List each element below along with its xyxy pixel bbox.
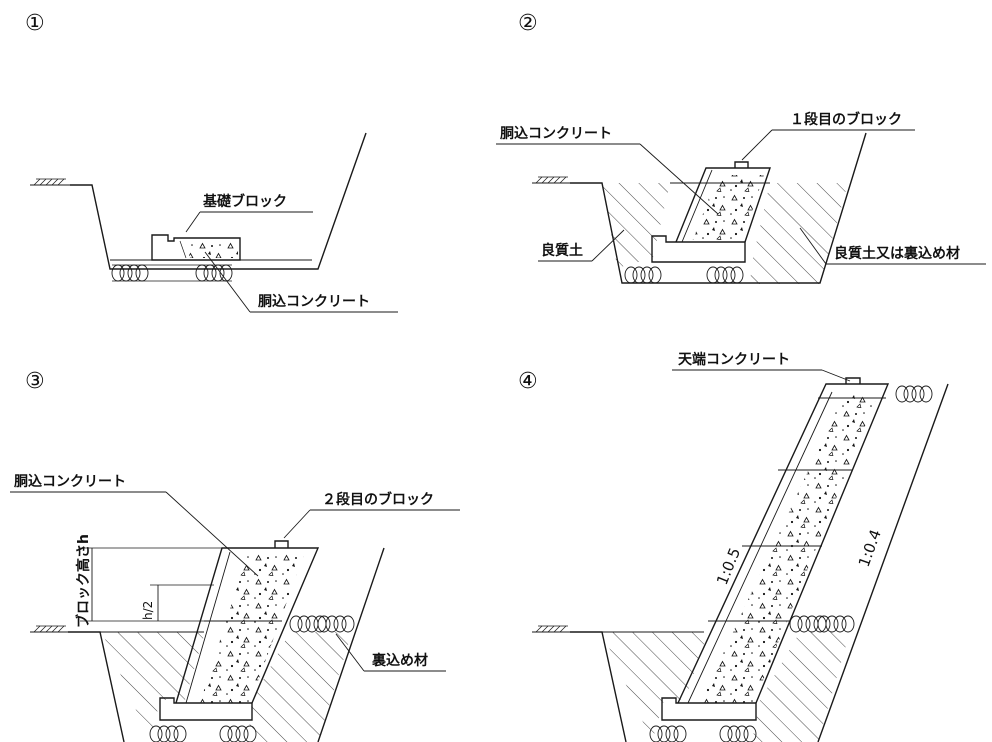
label-block-2: ２段目のブロック [322, 491, 434, 508]
label-dougomi-2: 胴込コンクリート [500, 125, 612, 142]
label-dougomi-1: 胴込コンクリート [258, 293, 370, 310]
step-number-3: ③ [25, 369, 45, 394]
step-number-1: ① [25, 11, 45, 36]
step-4: ④ 1:0.5 1:0.4 天端コンクリート [518, 351, 949, 742]
step-number-4: ④ [518, 369, 538, 394]
label-half-h: h/2 [141, 601, 155, 620]
label-ratio-back: 1:0.4 [855, 527, 885, 569]
step-2: ② 胴込コンクリート １段目のブロック 良質土 良質土又は裏込め材 [496, 11, 986, 284]
step-3: ③ h/2 ブロック高さh 胴込コンクリート ２段目のブロック [10, 369, 460, 742]
label-block-1: １段目のブロック [790, 111, 902, 128]
label-tenba: 天端コンクリート [678, 351, 790, 368]
label-block-height: ブロック高さh [75, 534, 92, 628]
step-1: ① 基礎ブロック 胴込コンクリート [25, 11, 398, 313]
label-kiso-block: 基礎ブロック [203, 193, 287, 210]
label-dougomi-3: 胴込コンクリート [14, 473, 126, 490]
label-uragome: 裏込め材 [371, 652, 428, 669]
label-ryoshitsudo-uragome: 良質土又は裏込め材 [834, 245, 960, 262]
step-number-2: ② [518, 11, 538, 36]
label-ratio-front: 1:0.5 [713, 545, 744, 587]
label-ryoshitsudo: 良質土 [541, 242, 583, 259]
